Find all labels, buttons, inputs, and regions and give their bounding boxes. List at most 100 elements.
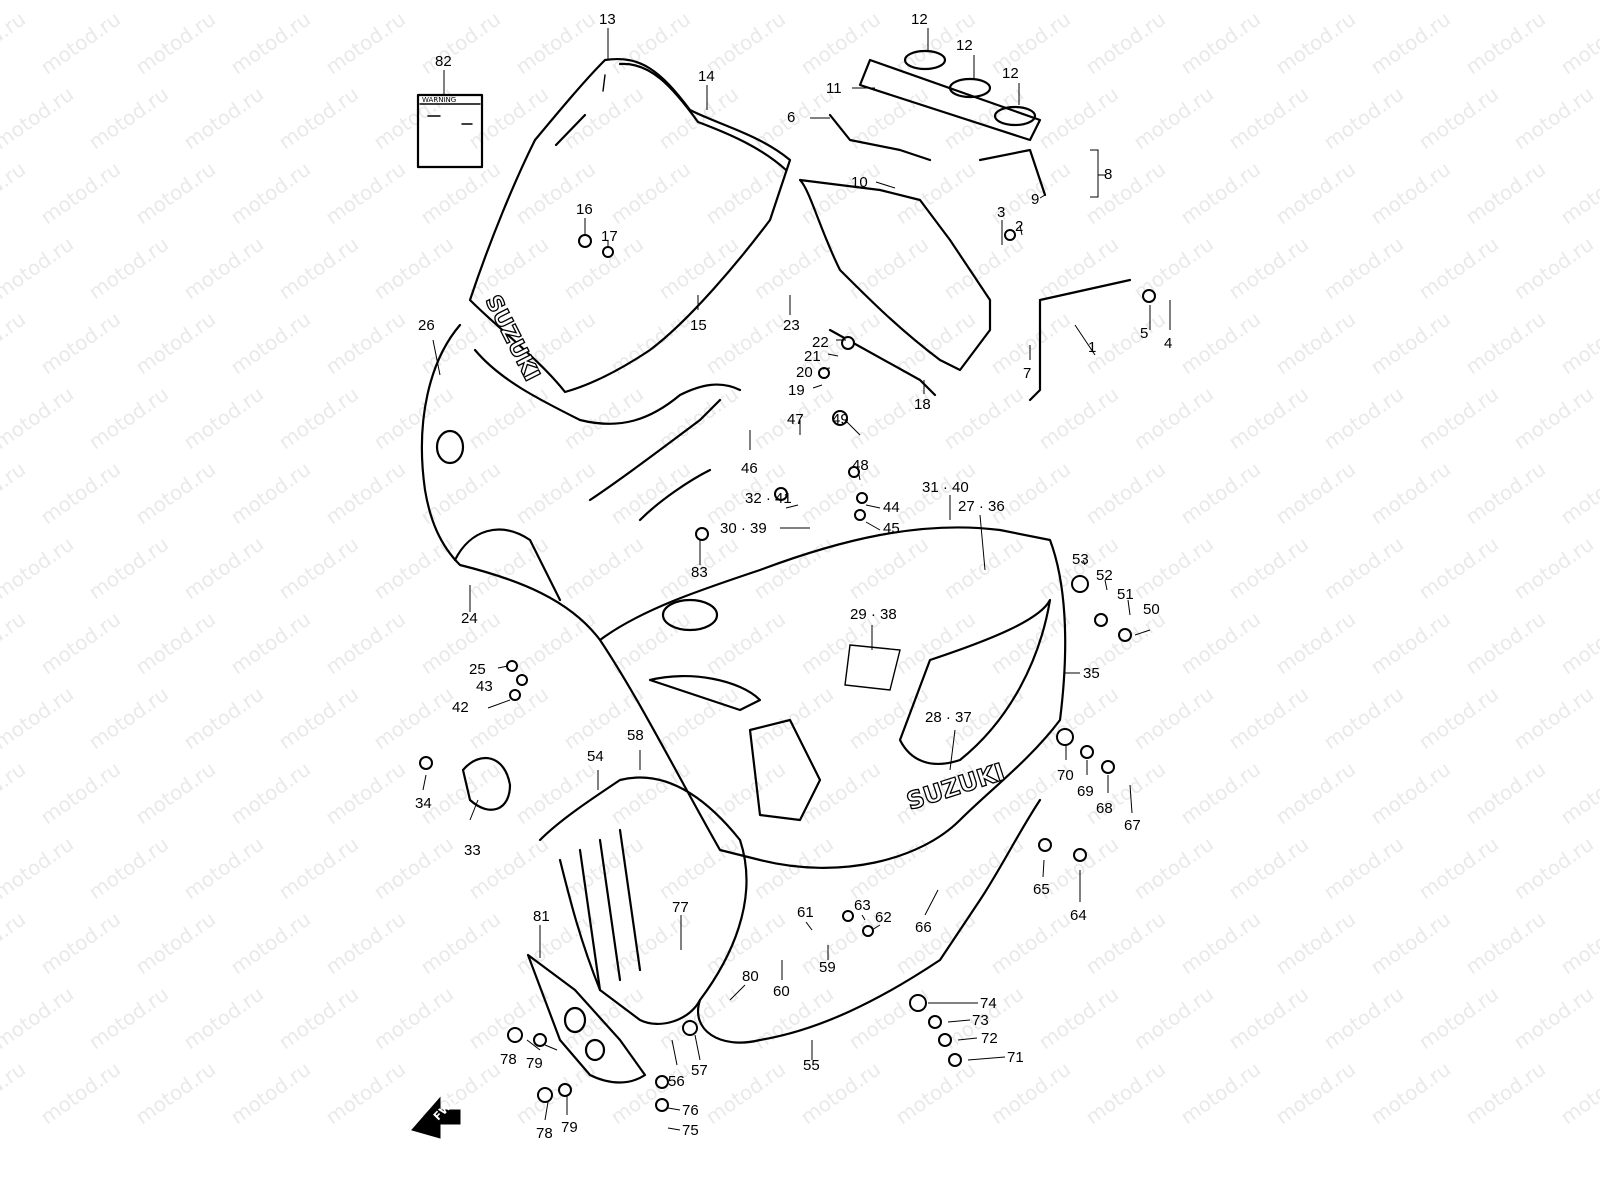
watermark-text: motod.ru [464,82,553,154]
watermark-text: motod.ru [844,82,933,154]
watermark-text: motod.ru [464,382,553,454]
watermark-text: motod.ru [1129,832,1218,904]
watermark-text: motod.ru [226,307,315,379]
callout-76: 76 [682,1102,699,1119]
watermark-text: motod.ru [84,532,173,604]
watermark-text: motod.ru [654,832,743,904]
watermark-text: motod.ru [844,832,933,904]
watermark-text: motod.ru [84,82,173,154]
watermark-text: motod.ru [891,907,980,979]
watermark-text: motod.ru [0,757,30,829]
callout-66: 66 [915,919,932,936]
watermark-text: motod.ru [606,157,695,229]
watermark-text: motod.ru [1556,1057,1600,1129]
watermark-text: motod.ru [464,0,553,4]
watermark-text: motod.ru [1461,607,1550,679]
watermark-text: motod.ru [701,307,790,379]
watermark-text: motod.ru [369,0,458,4]
watermark-text: motod.ru [1556,457,1600,529]
cover-disk-part [461,756,512,811]
watermark-text: motod.ru [274,232,363,304]
watermark-text: motod.ru [1509,982,1598,1054]
watermark-text: motod.ru [701,1057,790,1129]
callout-78b: 78 [536,1125,553,1142]
watermark-text: motod.ru [1224,0,1313,4]
callout-49: 49 [832,411,849,428]
callout-72: 72 [981,1030,998,1047]
callout-18: 18 [914,396,931,413]
callout-71: 71 [1007,1049,1024,1066]
callout-20: 20 [796,364,813,381]
callout-26: 26 [418,317,435,334]
callout-73: 73 [972,1012,989,1029]
callout-56: 56 [668,1073,685,1090]
watermark-text: motod.ru [226,457,315,529]
watermark-text: motod.ru [1556,7,1600,79]
watermark-text: motod.ru [1414,532,1503,604]
watermark-text: motod.ru [1319,982,1408,1054]
callout-16: 16 [576,201,593,218]
callout-14: 14 [698,68,715,85]
watermark-text: motod.ru [36,307,125,379]
watermark-text: motod.ru [1319,232,1408,304]
watermark-text: motod.ru [84,382,173,454]
callout-33: 33 [464,842,481,859]
watermark-text: motod.ru [1271,607,1360,679]
watermark-text: motod.ru [1509,682,1598,754]
watermark-text: motod.ru [1414,682,1503,754]
watermark-text: motod.ru [1366,157,1455,229]
watermark-text: motod.ru [226,757,315,829]
callout-10: 10 [851,174,868,191]
watermark-text: motod.ru [1034,232,1123,304]
watermark-text: motod.ru [1224,832,1313,904]
watermark-text: motod.ru [844,682,933,754]
watermark-text: motod.ru [131,907,220,979]
watermark-text: motod.ru [1271,7,1360,79]
watermark-text: motod.ru [321,307,410,379]
watermark-text: motod.ru [1129,82,1218,154]
watermark-text: motod.ru [796,757,885,829]
watermark-text: motod.ru [369,682,458,754]
warning-label-text: WARNING [422,96,456,104]
watermark-text: motod.ru [1271,157,1360,229]
callout-55: 55 [803,1057,820,1074]
callout-65: 65 [1033,881,1050,898]
watermark-text: motod.ru [274,682,363,754]
watermark-text: motod.ru [274,0,363,4]
watermark-text: motod.ru [1509,232,1598,304]
callout-numbers: 1 2 3 4 5 6 7 8 9 10 11 12 12 12 13 14 1… [415,11,1172,1142]
watermark-text: motod.ru [131,7,220,79]
callout-50: 50 [1143,601,1160,618]
watermark-text: motod.ru [891,307,980,379]
watermark-text: motod.ru [1224,82,1313,154]
watermark-text: motod.ru [1319,382,1408,454]
watermark-text: motod.ru [1176,607,1265,679]
watermark-text: motod.ru [321,457,410,529]
watermark-text: motod.ru [179,832,268,904]
watermark-text: motod.ru [986,457,1075,529]
fastener-parts [419,229,1156,1112]
callout-67: 67 [1124,817,1141,834]
watermark-text: motod.ru [796,157,885,229]
watermark-text: motod.ru [1034,382,1123,454]
watermark-text: motod.ru [1366,607,1455,679]
watermark-text: motod.ru [559,532,648,604]
callout-63: 63 [854,897,871,914]
watermark-text: motod.ru [131,1057,220,1129]
watermark-text: motod.ru [369,232,458,304]
watermark-text: motod.ru [1034,982,1123,1054]
watermark-text: motod.ru [321,757,410,829]
callout-15: 15 [690,317,707,334]
watermark-text: motod.ru [986,907,1075,979]
callout-6: 6 [787,109,795,126]
watermark-text: motod.ru [1271,907,1360,979]
watermark-text: motod.ru [1556,907,1600,979]
watermark-text: motod.ru [1176,7,1265,79]
watermark-text: motod.ru [36,757,125,829]
watermark-text: motod.ru [274,532,363,604]
watermark-text: motod.ru [796,7,885,79]
watermark-text: motod.ru [0,232,78,304]
watermark-text: motod.ru [1461,7,1550,79]
callout-31-40: 31 · 40 [922,479,969,496]
